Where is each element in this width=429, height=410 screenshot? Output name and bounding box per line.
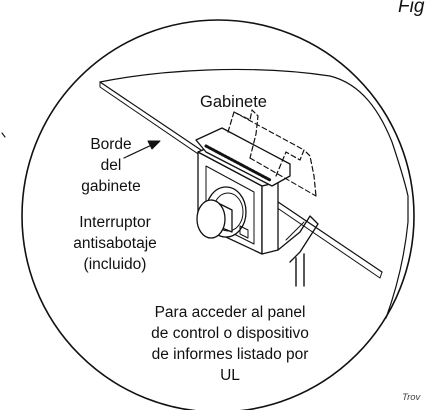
detail-circle [21, 19, 415, 410]
tamper-switch-line-1: Interruptor [79, 214, 151, 231]
mount-leg [277, 215, 319, 263]
access-note-line-4: UL [220, 367, 240, 384]
cabinet-edge-line-3: gabinete [81, 178, 141, 195]
access-note-line-1: Para acceder al panel [154, 304, 306, 321]
tamper-switch-line-3: (incluido) [83, 256, 147, 273]
plunger-end [196, 199, 226, 239]
credit-label: Trov [402, 392, 421, 403]
tamper-switch-label: Interruptor antisabotaje (incluido) [60, 213, 170, 274]
cabinet-edge-arrowhead [147, 140, 161, 150]
switch-body-side [261, 181, 279, 255]
access-note: Para acceder al panel de control o dispo… [132, 303, 328, 385]
cabinet-edge-line-1: Borde [90, 136, 132, 153]
body-tab [239, 225, 249, 239]
wires [295, 253, 305, 287]
access-note-line-2: de control o dispositivo [151, 325, 309, 342]
cabinet-edge-line-2: del [100, 157, 122, 174]
tamper-switch-line-2: antisabotaje [73, 235, 157, 252]
bracket-hatch [204, 144, 272, 182]
clip-dashed-right [275, 149, 317, 197]
switch-bracket [195, 127, 291, 187]
access-note-line-3: de informes listado por [151, 346, 309, 363]
clip-dashed-links [233, 111, 317, 197]
cabinet-edge-label: Borde del gabinete [66, 135, 156, 196]
cabinet-label: Gabinete [200, 93, 267, 111]
edge-mark [1, 132, 6, 138]
mount-leg-inner [285, 221, 305, 241]
figure-label: Fig [398, 0, 425, 17]
cabinet-panel [99, 68, 409, 319]
